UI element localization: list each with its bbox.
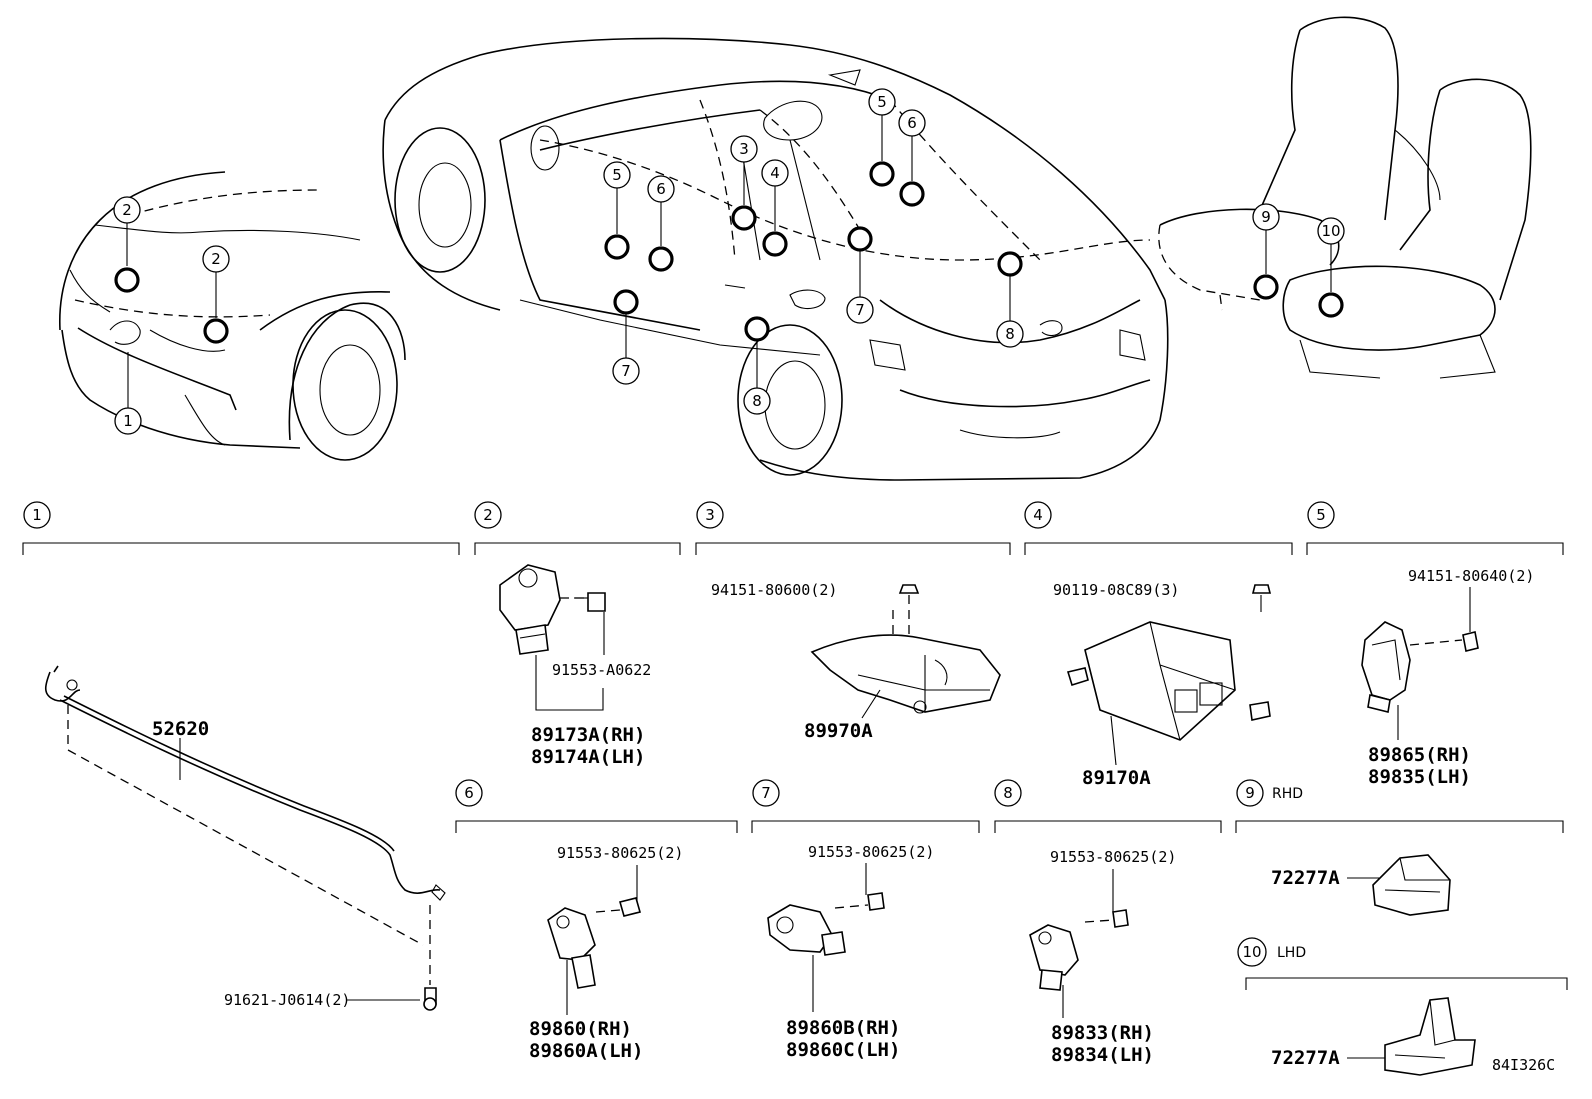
part-number: 89860B(RH)	[786, 1017, 900, 1039]
callout-number-text: 9	[1261, 208, 1271, 226]
location-ring	[744, 316, 770, 342]
section-number: 9	[1245, 784, 1255, 802]
vehicle-illustration	[382, 37, 1169, 481]
part-number: 89860(RH)	[529, 1018, 632, 1040]
section-6-parts: 91553-80625(2) 89860(RH) 89860A(LH)	[529, 844, 683, 1062]
section-5-parts: 94151-80640(2) 89865(RH) 89835(LH)	[1361, 567, 1534, 788]
section-number: 10	[1242, 943, 1261, 961]
part-number: 72277A	[1271, 1047, 1340, 1069]
fastener-number: 91553-80625(2)	[808, 843, 934, 861]
section-number: 8	[1003, 784, 1013, 802]
location-ring	[997, 251, 1023, 277]
part-number: 89860A(LH)	[529, 1040, 643, 1062]
section-number: 2	[483, 506, 493, 524]
fastener-number: 90119-08C89(3)	[1053, 581, 1179, 599]
part-number: 72277A	[1271, 867, 1340, 889]
section-3-parts: 94151-80600(2) 89970A	[711, 581, 1001, 742]
section-9-parts: 72277A	[1271, 854, 1451, 916]
callout-number-text: 6	[907, 114, 917, 132]
seat-illustration	[1158, 16, 1532, 379]
location-callouts: 1 2 2 3 4 5 5 6	[113, 88, 1345, 435]
part-number: 52620	[152, 718, 209, 740]
callout-number-text: 1	[123, 412, 133, 430]
callout-number-text: 7	[621, 362, 631, 380]
callout-number-text: 5	[877, 93, 887, 111]
section-4-parts: 90119-08C89(3) 89170A	[1053, 581, 1272, 789]
fastener-number: 94151-80600(2)	[711, 581, 837, 599]
location-ring	[899, 181, 925, 207]
fastener-number: 94151-80640(2)	[1408, 567, 1534, 585]
part-number: 89833(RH)	[1051, 1022, 1154, 1044]
location-ring	[1318, 292, 1344, 318]
location-ring	[731, 205, 757, 231]
callout-number-text: 3	[739, 140, 749, 158]
part-number: 89173A(RH)	[531, 724, 645, 746]
section-number: 5	[1316, 506, 1326, 524]
part-number: 89865(RH)	[1368, 744, 1471, 766]
fastener-number: 91553-A0622	[552, 661, 651, 679]
location-ring	[613, 289, 639, 315]
section-1-parts: 52620 91621-J0614(2)	[44, 665, 446, 1011]
location-ring	[1253, 274, 1279, 300]
part-number: 89835(LH)	[1368, 766, 1471, 788]
callout-number-text: 7	[855, 301, 865, 319]
callout-number-text: 10	[1321, 222, 1340, 240]
location-ring	[762, 231, 788, 257]
location-ring	[203, 318, 229, 344]
part-number: 89860C(LH)	[786, 1039, 900, 1061]
part-number: 89174A(LH)	[531, 746, 645, 768]
section-headers: 1 2 3 4 5 6 7 8 9 RHD 10	[22, 501, 1568, 990]
callout-number-text: 8	[1005, 325, 1015, 343]
callout-number-text: 6	[656, 180, 666, 198]
section-8-parts: 91553-80625(2) 89833(RH) 89834(LH)	[1029, 848, 1176, 1066]
location-ring	[847, 226, 873, 252]
part-number: 89834(LH)	[1051, 1044, 1154, 1066]
location-ring	[648, 246, 674, 272]
fastener-number: 91621-J0614(2)	[224, 991, 350, 1009]
section-number: 4	[1033, 506, 1043, 524]
figure-code: 84I326C	[1492, 1056, 1555, 1074]
section-number: 6	[464, 784, 474, 802]
callout-number-text: 8	[752, 392, 762, 410]
callout-number	[114, 407, 142, 435]
location-ring	[114, 267, 140, 293]
section-number: 3	[705, 506, 715, 524]
section-10-parts: 72277A	[1271, 997, 1476, 1076]
section-number: 7	[761, 784, 771, 802]
section-2-parts: 91553-A0622 89173A(RH) 89174A(LH)	[499, 564, 651, 768]
fastener-number: 91553-80625(2)	[557, 844, 683, 862]
fastener-number: 91553-80625(2)	[1050, 848, 1176, 866]
callout-number-text: 2	[211, 250, 221, 268]
location-ring	[604, 234, 630, 260]
callout-number-text: 2	[122, 201, 132, 219]
section-tag: RHD	[1272, 786, 1303, 802]
location-ring	[869, 161, 895, 187]
callout-number-text: 4	[770, 164, 780, 182]
part-number: 89170A	[1082, 767, 1151, 789]
section-tag: LHD	[1277, 945, 1306, 961]
front-bumper-illustration	[58, 171, 406, 461]
callout-number-text: 5	[612, 166, 622, 184]
part-number: 89970A	[804, 720, 873, 742]
section-7-parts: 91553-80625(2) 89860B(RH) 89860C(LH)	[767, 843, 934, 1061]
section-number: 1	[32, 506, 42, 524]
